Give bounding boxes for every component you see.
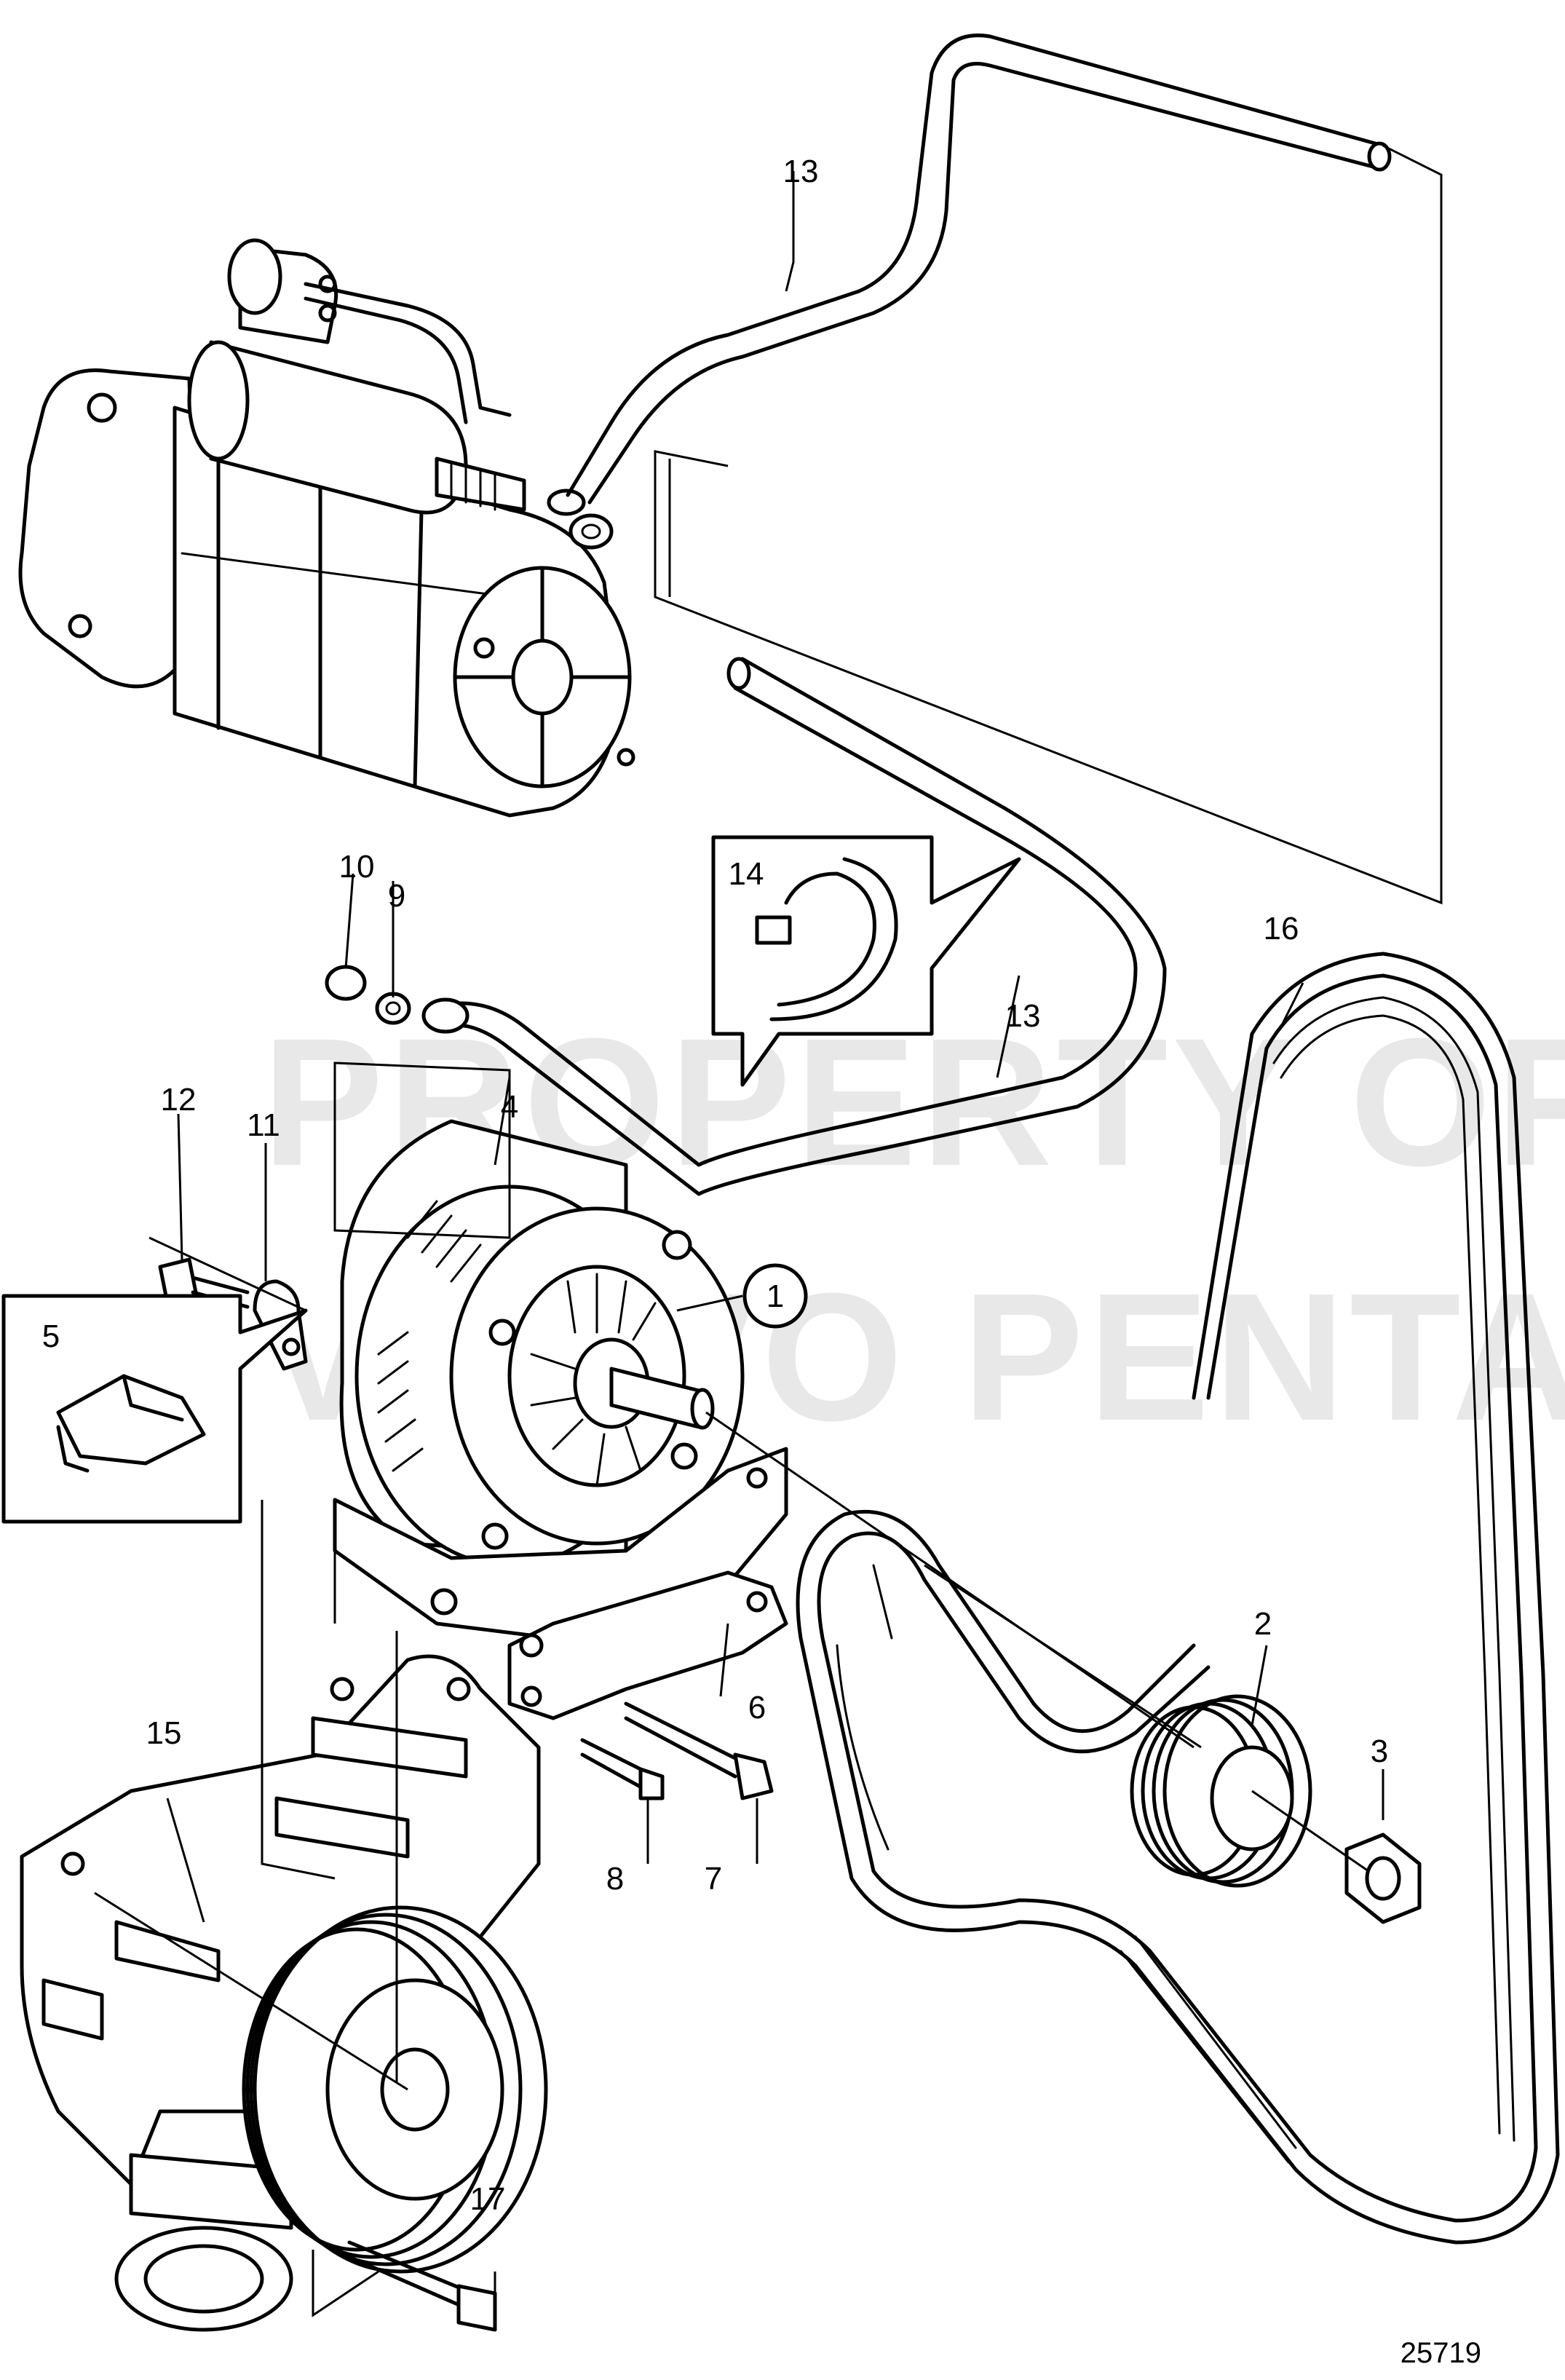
callout-16: 16 — [1264, 911, 1299, 946]
cable-terminal — [547, 489, 614, 550]
callout-labels: 1 2 3 4 5 6 7 8 9 10 11 12 13 13 14 15 1… — [42, 154, 1388, 2217]
alternator-icon — [333, 1119, 788, 1640]
callout-15: 15 — [146, 1715, 182, 1751]
pulley-nut — [1344, 1833, 1422, 1924]
callout-7: 7 — [705, 1861, 722, 1897]
leader-lines — [94, 171, 1384, 2317]
alternator-bracket — [507, 1570, 788, 1720]
pulley-icon — [242, 1905, 548, 2274]
callout-9: 9 — [388, 878, 405, 914]
drawing-number: 25719 — [1400, 2337, 1481, 2369]
connector-icon — [56, 1374, 206, 1473]
callout-4: 4 — [501, 1089, 518, 1125]
callout-12: 12 — [161, 1082, 197, 1118]
water-pump-icon — [20, 1654, 548, 2332]
callout-17: 17 — [470, 2181, 506, 2217]
callout-2: 2 — [1254, 1606, 1272, 1642]
callout-11: 11 — [247, 1107, 280, 1143]
break-line-box — [654, 144, 1443, 905]
callout-13-top: 13 — [783, 154, 819, 189]
callout-1-circle — [742, 1263, 808, 1329]
callout-13-lower: 13 — [1005, 998, 1041, 1034]
bolt-7 — [624, 1701, 774, 1800]
idler-pulley — [1130, 1694, 1312, 1888]
callout-14: 14 — [729, 856, 764, 892]
callout-5: 5 — [42, 1319, 60, 1354]
callout-3: 3 — [1371, 1733, 1388, 1769]
callout-8: 8 — [606, 1861, 624, 1897]
bolt-8 — [580, 1738, 665, 1800]
cable-tie-icon — [755, 857, 898, 1021]
starter-motor-icon — [18, 238, 635, 818]
callout-10: 10 — [339, 849, 375, 885]
callout-6: 6 — [748, 1690, 766, 1725]
battery-cable-lower — [421, 657, 1167, 1196]
callout-1: 1 — [766, 1278, 784, 1314]
cable-tie-inset — [711, 835, 1021, 1087]
connector-inset — [1, 1294, 308, 1524]
bolt-17 — [347, 2240, 497, 2332]
battery-cable-upper — [566, 33, 1392, 505]
